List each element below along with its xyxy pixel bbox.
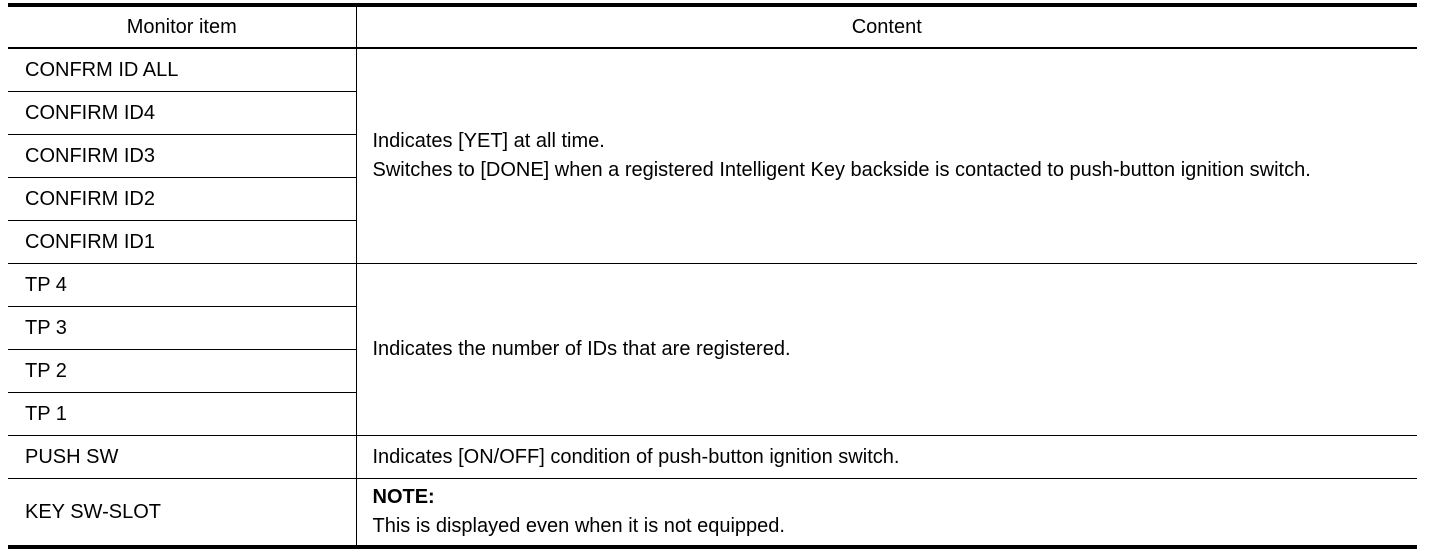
monitor-item-table-container: Monitor item Content CONFRM ID ALL Indic… [8,3,1417,549]
table-row: TP 1 [8,392,1417,436]
monitor-item-cell: CONFIRM ID1 [8,220,357,264]
header-row: Monitor item Content [8,5,1417,49]
table-row: TP 4 Indicates the number of IDs that ar… [8,263,1417,436]
monitor-item-cell: TP 2 [8,349,357,393]
table-row: CONFIRM ID2 [8,177,1417,221]
monitor-item-cell: CONFRM ID ALL [8,48,357,92]
monitor-item-cell: PUSH SW [8,435,357,479]
monitor-item-cell: TP 3 [8,306,357,350]
table-row: CONFIRM ID3 [8,134,1417,178]
table-row: KEY SW-SLOT NOTE: This is displayed even… [8,478,1417,548]
table-row: PUSH SW Indicates [ON/OFF] condition of … [8,435,1417,479]
table-row: CONFRM ID ALL Indicates [YET] at all tim… [8,48,1417,264]
note-label: NOTE: [372,486,435,508]
monitor-item-cell: CONFIRM ID3 [8,134,357,178]
monitor-item-table: Monitor item Content CONFRM ID ALL Indic… [8,3,1417,549]
content-line: Indicates [YET] at all time. [372,130,605,152]
content-cell: Indicates the number of IDs that are reg… [356,263,1417,436]
content-cell: Indicates [YET] at all time. Switches to… [356,48,1417,264]
monitor-item-cell: TP 1 [8,392,357,436]
monitor-item-cell: TP 4 [8,263,357,307]
header-content: Content [356,5,1417,49]
table-row: TP 2 [8,349,1417,393]
table-row: TP 3 [8,306,1417,350]
content-cell: Indicates [ON/OFF] condition of push-but… [356,435,1417,479]
monitor-item-cell: KEY SW-SLOT [8,478,357,548]
table-row: CONFIRM ID4 [8,91,1417,135]
table-row: CONFIRM ID1 [8,220,1417,264]
content-cell: NOTE: This is displayed even when it is … [356,478,1417,548]
header-monitor-item: Monitor item [8,5,357,49]
monitor-item-cell: CONFIRM ID2 [8,177,357,221]
content-line: Switches to [DONE] when a registered Int… [372,159,1311,181]
monitor-item-cell: CONFIRM ID4 [8,91,357,135]
note-text: This is displayed even when it is not eq… [372,515,785,537]
